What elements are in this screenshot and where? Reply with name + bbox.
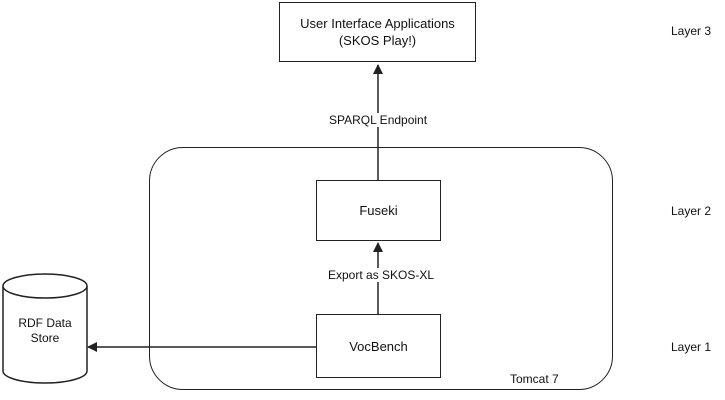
ui-applications-line2: (SKOS Play!) <box>338 33 417 48</box>
tomcat-label: Tomcat 7 <box>510 372 559 386</box>
rdf-store-line2: Store <box>30 331 60 345</box>
layer3-label: Layer 3 <box>671 24 712 38</box>
rdf-store-cylinder <box>2 273 88 384</box>
ui-applications-line1: User Interface Applications <box>300 16 455 31</box>
layer1-label: Layer 1 <box>671 340 712 354</box>
export-skos-xl-label: Export as SKOS-XL <box>326 268 437 282</box>
rdf-store-label: RDF Data Store <box>3 316 87 346</box>
vocbench-label: VocBench <box>349 338 408 354</box>
fuseki-box: Fuseki <box>316 180 441 241</box>
layer2-label: Layer 2 <box>671 204 712 218</box>
vocbench-box: VocBench <box>316 314 441 378</box>
ui-applications-box: User Interface Applications (SKOS Play!) <box>279 2 476 62</box>
fuseki-label: Fuseki <box>359 203 398 218</box>
sparql-endpoint-label: SPARQL Endpoint <box>327 113 430 127</box>
rdf-store-line1: RDF Data <box>18 316 72 330</box>
